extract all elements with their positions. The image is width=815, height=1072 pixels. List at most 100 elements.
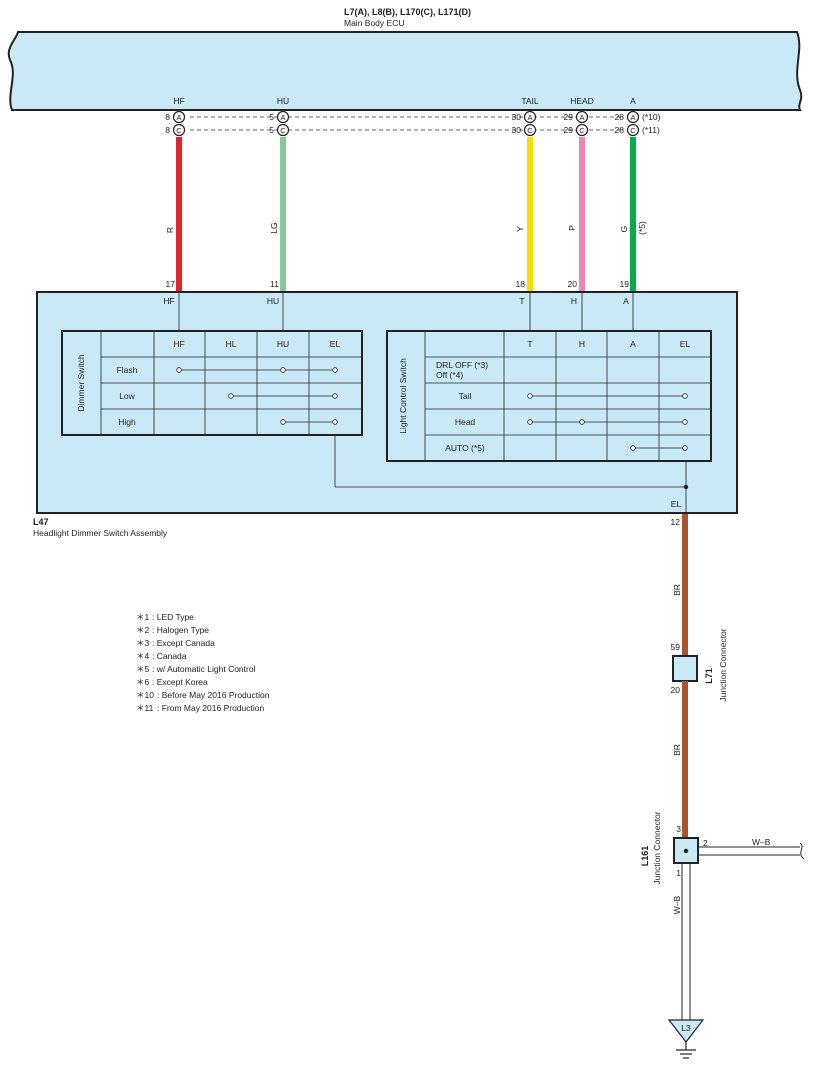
ecu-pin-label-tail: TAIL xyxy=(521,96,539,106)
l161-junction-dot xyxy=(683,848,689,854)
dimmer-col-el: EL xyxy=(330,339,341,349)
dimmer-col-hf: HF xyxy=(173,339,184,349)
svg-text:C: C xyxy=(176,126,182,135)
svg-text:C: C xyxy=(280,126,286,135)
terminal-hf: HF xyxy=(163,296,174,306)
light-row-drl-off: DRL OFF (*3) xyxy=(436,360,488,370)
legend-mark: ＊10 xyxy=(136,690,154,700)
l161-pin-3: 3 xyxy=(676,824,681,834)
legend-mark: ＊4 xyxy=(136,651,150,661)
light-row-auto: AUTO (*5) xyxy=(445,443,485,453)
legend-mark: ＊6 xyxy=(136,677,150,687)
wire-label-y: Y xyxy=(515,226,525,232)
legend-text: : w/ Automatic Light Control xyxy=(152,664,256,674)
light-row-tail: Tail xyxy=(459,391,472,401)
ecu-pin-label-head: HEAD xyxy=(570,96,594,106)
wire-label-g: G xyxy=(619,226,629,233)
legend-mark: ＊5 xyxy=(136,664,150,674)
light-col-h: H xyxy=(579,339,585,349)
dimmer-row-flash: Flash xyxy=(117,365,138,375)
l71-connector xyxy=(672,655,698,682)
ecu-pin-label-hf: HF xyxy=(173,96,184,106)
terminal-hu: HU xyxy=(267,296,279,306)
svg-text:A: A xyxy=(280,113,285,122)
legend-text: : Canada xyxy=(152,651,187,661)
l161-pin-2: 2 xyxy=(703,838,708,848)
ecu-connector-row-1: A A A A A 8 5 30 29 28 (*10) xyxy=(165,110,661,124)
l161-name: Junction Connector xyxy=(652,811,662,884)
svg-text:C: C xyxy=(579,126,585,135)
l71-code: L71 xyxy=(704,668,714,684)
terminal-h: H xyxy=(571,296,577,306)
light-row-off: Off (*4) xyxy=(436,370,463,380)
light-control-switch-title: Light Control Switch xyxy=(398,358,408,434)
assembly-name: Headlight Dimmer Switch Assembly xyxy=(33,528,168,538)
assembly-code: L47 xyxy=(33,517,49,527)
wire-label-br-upper: BR xyxy=(672,584,682,596)
ecu-body xyxy=(7,31,803,111)
terminal-a: A xyxy=(623,296,629,306)
ecu-pin-label-a: A xyxy=(630,96,636,106)
legend: ＊1 : LED Type ＊2 : Halogen Type ＊3 : Exc… xyxy=(136,612,270,713)
ecu-connector-codes: L7(A), L8(B), L170(C), L171(D) xyxy=(344,7,471,17)
wire-label-wb-down: W–B xyxy=(672,895,682,914)
l71-pin-59: 59 xyxy=(671,642,681,652)
wire-wb-right xyxy=(698,842,805,860)
dimmer-row-low: Low xyxy=(119,391,135,401)
ground-point-label: L3 xyxy=(681,1023,691,1033)
switch-pin-11: 11 xyxy=(270,279,279,289)
svg-text:A: A xyxy=(176,113,181,122)
legend-text: : From May 2016 Production xyxy=(157,703,265,713)
switch-pin-20: 20 xyxy=(568,279,578,289)
wire-label-br-lower: BR xyxy=(672,744,682,756)
light-col-t: T xyxy=(527,339,532,349)
svg-text:30: 30 xyxy=(512,125,522,135)
legend-mark: ＊2 xyxy=(136,625,150,635)
svg-text:A: A xyxy=(527,113,532,122)
wire-label-wb-right: W–B xyxy=(752,837,771,847)
svg-text:30: 30 xyxy=(512,112,522,122)
ecu-connector-row-2: C C C C C 8 5 30 29 28 (*11) xyxy=(165,123,660,137)
ground-icon xyxy=(676,1042,696,1059)
wire-label-lg: LG xyxy=(269,222,279,233)
light-row-head: Head xyxy=(455,417,476,427)
svg-text:5: 5 xyxy=(269,125,274,135)
light-control-switch-table: Light Control Switch T H A EL DRL OFF (*… xyxy=(386,330,712,462)
legend-text: : Before May 2016 Production xyxy=(157,690,270,700)
legend-text: : Except Canada xyxy=(152,638,215,648)
terminal-el: EL xyxy=(671,499,682,509)
l161-pin-1: 1 xyxy=(676,868,681,878)
terminal-t: T xyxy=(519,296,524,306)
wire-wb-down xyxy=(681,863,691,1020)
switch-pin-18: 18 xyxy=(516,279,526,289)
dimmer-row-high: High xyxy=(118,417,136,427)
light-col-el: EL xyxy=(680,339,691,349)
light-col-a: A xyxy=(630,339,636,349)
svg-text:C: C xyxy=(630,126,636,135)
svg-text:28: 28 xyxy=(615,112,625,122)
l71-pin-20: 20 xyxy=(671,685,681,695)
legend-text: : Except Korea xyxy=(152,677,208,687)
svg-text:8: 8 xyxy=(165,125,170,135)
ecu-pin-label-hu: HU xyxy=(277,96,289,106)
wire-note-g: (*5) xyxy=(637,221,647,235)
legend-mark: ＊11 xyxy=(136,703,154,713)
switch-pin-12: 12 xyxy=(671,517,681,527)
switch-pin-17: 17 xyxy=(166,279,176,289)
note-before-may-2016: (*10) xyxy=(642,112,661,122)
legend-mark: ＊3 xyxy=(136,638,150,648)
wire-label-r: R xyxy=(165,227,175,233)
svg-text:28: 28 xyxy=(615,125,625,135)
legend-mark: ＊1 xyxy=(136,612,150,622)
svg-text:A: A xyxy=(630,113,635,122)
ecu-name: Main Body ECU xyxy=(344,18,404,28)
ground-point-triangle xyxy=(667,1019,705,1043)
svg-text:29: 29 xyxy=(564,125,574,135)
switch-pin-19: 19 xyxy=(620,279,630,289)
svg-text:A: A xyxy=(579,113,584,122)
note-from-may-2016: (*11) xyxy=(642,125,660,135)
svg-text:29: 29 xyxy=(564,112,574,122)
el-junction-dot xyxy=(683,484,689,490)
dimmer-col-hu: HU xyxy=(277,339,289,349)
